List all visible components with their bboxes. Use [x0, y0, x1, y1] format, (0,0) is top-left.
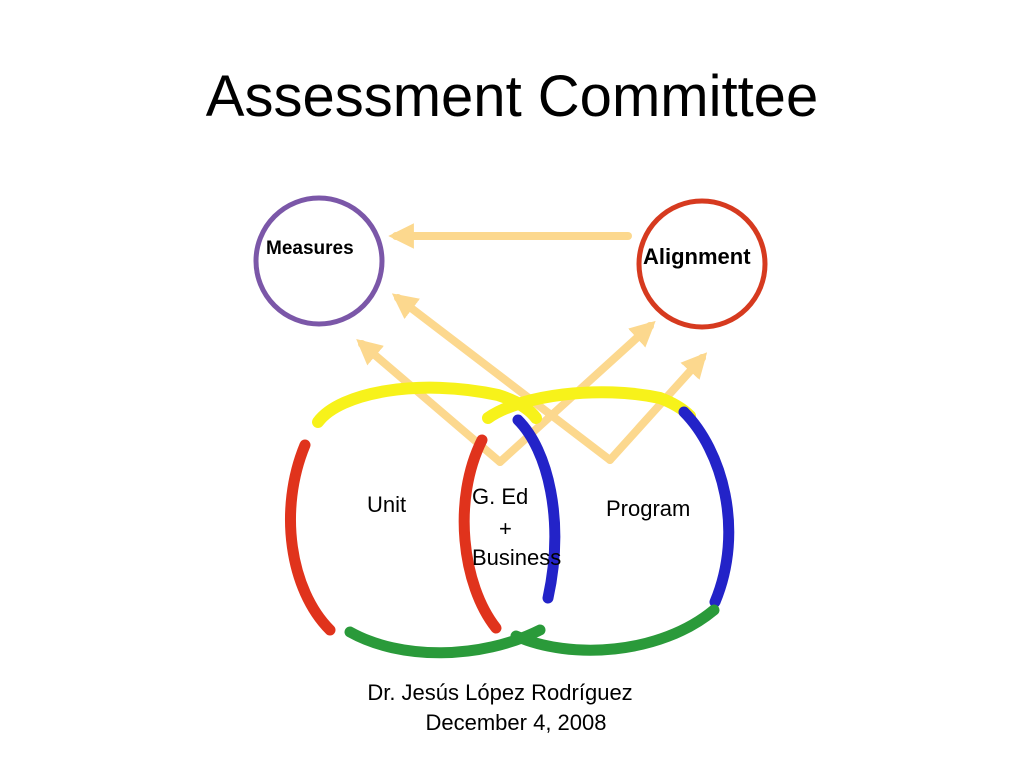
overlap-label-plus: +: [499, 516, 512, 541]
overlap-label-business: Business: [472, 545, 562, 570]
unit-ring-blue-arc: [512, 414, 561, 604]
alignment-circle: [636, 198, 768, 330]
overlap-label-gen-ed: G. Ed: [472, 484, 529, 509]
unit-ring: [285, 381, 561, 659]
program-ring-green-arc: [510, 604, 720, 656]
unit-ring-red-arc: [285, 439, 336, 636]
arrow-program-to-measures: [391, 293, 614, 464]
presentation-date: December 4, 2008: [425, 710, 607, 735]
program-label: Program: [606, 496, 691, 521]
unit-label: Unit: [367, 492, 407, 517]
author-name: Dr. Jesús López Rodríguez: [367, 680, 633, 705]
program-ring-blue-arc: [678, 406, 735, 608]
arrow-program-to-alignment: [606, 352, 708, 464]
alignment-label: Alignment: [643, 244, 751, 269]
program-ring-red-arc: [458, 434, 502, 634]
slide-title: Assessment Committee: [205, 64, 819, 129]
program-ring: [458, 386, 735, 656]
measures-label: Measures: [266, 238, 354, 259]
measures-circle: [253, 195, 385, 327]
